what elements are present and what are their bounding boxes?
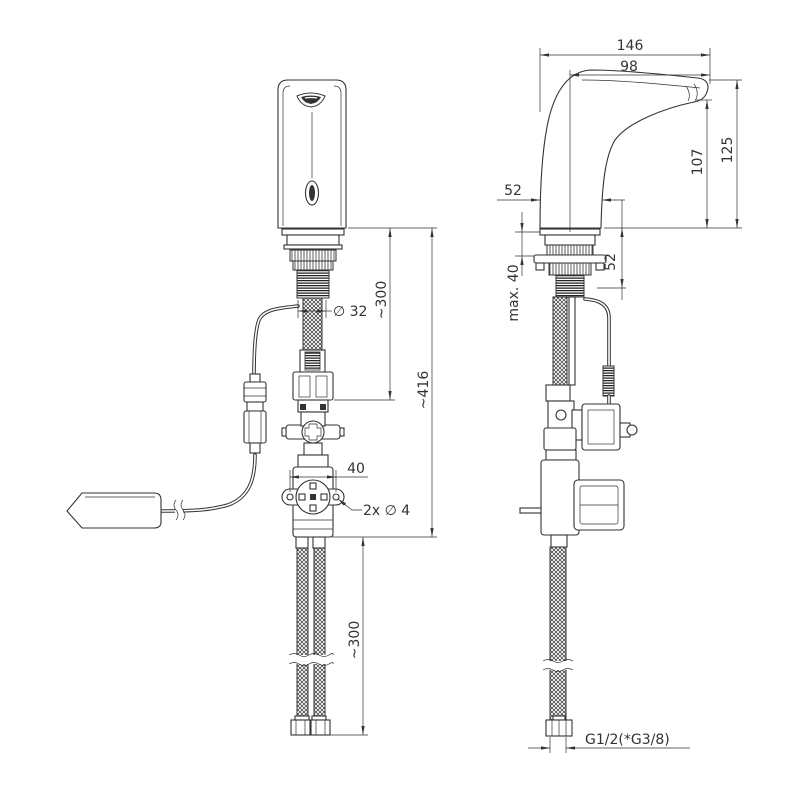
sensor-lens-icon — [296, 92, 326, 108]
front-sensor-cable — [159, 304, 300, 521]
bracket-width-label: 40 — [347, 461, 365, 477]
side-hose-break-mark — [542, 659, 574, 672]
side-supply-hose — [542, 546, 574, 737]
spout-reach-label: 98 — [620, 59, 638, 75]
side-dimension-labels: 146 98 107 125 52 52 max. 40 G1/2(*G3/8) — [504, 38, 736, 748]
front-hose-break-mark — [288, 653, 334, 666]
overall-depth-label: 146 — [617, 38, 644, 54]
outlet-height-label: 107 — [690, 149, 706, 176]
cable-length-label: ~300 — [374, 281, 390, 319]
front-view: ∅ 32 ~300 ~416 40 2x ∅ 4 ~300 — [66, 79, 437, 736]
front-hex-nuts — [290, 715, 331, 736]
front-sensor-spout — [277, 79, 347, 229]
deck-thickness-label: max. 40 — [506, 264, 522, 321]
side-solenoid-valve — [543, 384, 638, 451]
connection-thread-label: G1/2(*G3/8) — [585, 732, 670, 748]
battery-box — [66, 492, 162, 529]
side-mounting-flange — [533, 228, 607, 298]
front-dimension-lines — [289, 227, 437, 736]
hose-length-label: ~300 — [347, 621, 363, 659]
connector-plug-icon — [626, 424, 638, 436]
side-hex-nut — [545, 715, 573, 737]
shank-diameter-label: ∅ 32 — [333, 304, 367, 320]
mounting-hole-right — [332, 493, 340, 501]
side-spout-body — [539, 69, 709, 229]
front-upper-hose — [302, 297, 323, 351]
front-solenoid-valve — [281, 349, 345, 456]
sensor-window-icon — [304, 180, 320, 206]
front-mounting-flange — [281, 228, 345, 299]
base-height-label: 52 — [603, 253, 619, 271]
front-valve-knob — [295, 479, 331, 515]
side-view: 146 98 107 125 52 52 max. 40 G1/2(*G3/8) — [497, 38, 742, 753]
cable-break-mark — [173, 499, 186, 521]
side-sensor-cable — [583, 297, 615, 407]
side-mixing-body — [519, 449, 625, 548]
front-dimension-labels: ∅ 32 ~300 ~416 40 2x ∅ 4 ~300 — [333, 281, 432, 659]
cable-connector — [243, 373, 267, 454]
side-dimension-lines — [497, 48, 742, 753]
base-width-label: 52 — [504, 183, 522, 199]
front-supply-hoses — [288, 547, 334, 736]
mounting-holes-label: 2x ∅ 4 — [363, 503, 410, 519]
side-upper-hoses — [552, 296, 576, 388]
front-mixing-body — [281, 454, 345, 549]
spout-height-label: 125 — [720, 137, 736, 164]
overall-height-label: ~416 — [416, 371, 432, 410]
mounting-hole-left — [286, 493, 294, 501]
